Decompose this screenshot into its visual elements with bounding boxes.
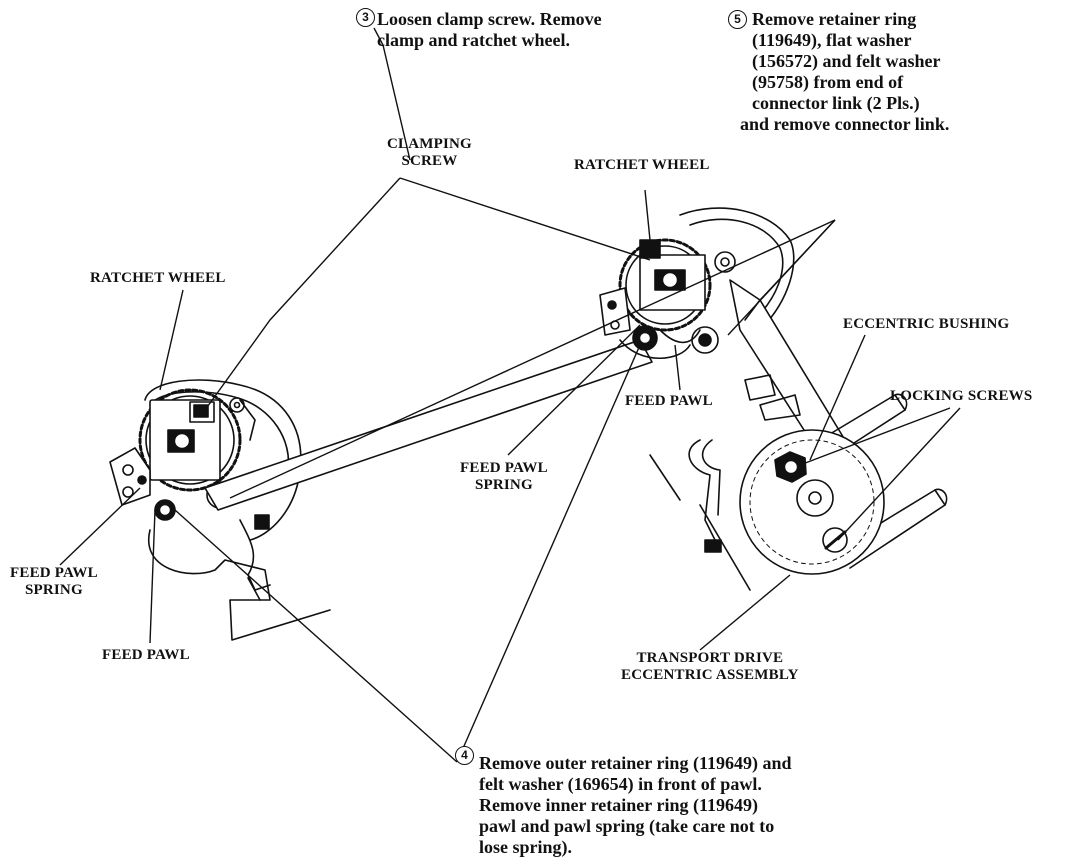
step-5-marker: 5 <box>728 10 747 29</box>
step-4-marker: 4 <box>455 746 474 765</box>
right-ratchet-assembly <box>599 207 846 591</box>
eccentric-assembly <box>739 393 948 575</box>
label-feed-pawl-spring-left: FEED PAWL SPRING <box>10 565 98 598</box>
step-3-note: Loosen clamp screw. Remove clamp and rat… <box>377 9 602 50</box>
step-5-note: Remove retainer ring (119649), flat wash… <box>740 9 950 134</box>
label-locking-screws: LOCKING SCREWS <box>890 388 1033 404</box>
connector-link-bar <box>204 339 653 511</box>
label-ratchet-wheel-right: RATCHET WHEEL <box>574 157 710 173</box>
label-feed-pawl-right: FEED PAWL <box>625 393 713 409</box>
label-feed-pawl-spring-right: FEED PAWL SPRING <box>460 460 548 493</box>
leader-lines <box>59 27 961 763</box>
step-4-note: Remove outer retainer ring (119649) and … <box>479 753 792 857</box>
label-transport-drive: TRANSPORT DRIVE ECCENTRIC ASSEMBLY <box>621 650 799 683</box>
label-ratchet-wheel-left: RATCHET WHEEL <box>90 270 226 286</box>
label-feed-pawl-left: FEED PAWL <box>102 647 190 663</box>
label-clamping-screw: CLAMPING SCREW <box>387 136 472 169</box>
step-3-marker: 3 <box>356 8 375 27</box>
label-eccentric-bushing: ECCENTRIC BUSHING <box>843 316 1010 332</box>
